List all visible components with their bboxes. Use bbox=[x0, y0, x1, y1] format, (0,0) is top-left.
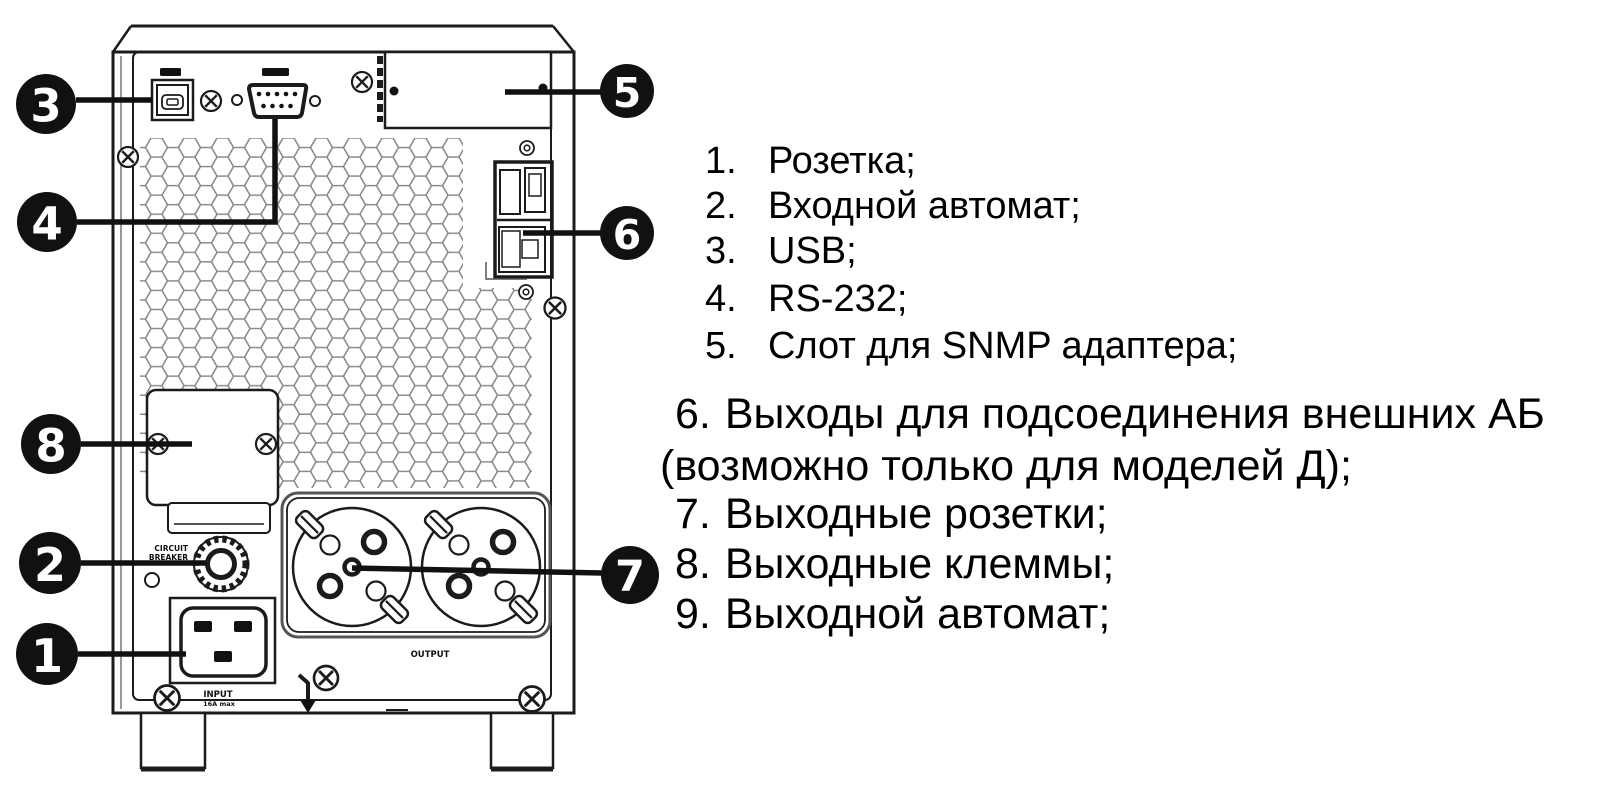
battery-connector bbox=[485, 140, 554, 300]
legend-item-number: 8. bbox=[675, 540, 711, 588]
legend-item-text: RS-232; bbox=[768, 278, 908, 320]
screw-hole bbox=[519, 140, 535, 156]
legend-item: 7. Выходные розетки; bbox=[660, 490, 1108, 538]
legend-item: 9. Выходной автомат; bbox=[660, 590, 1110, 638]
screw-icon bbox=[518, 685, 546, 713]
screw-hole bbox=[518, 284, 534, 300]
legend-item: (возможно только для моделей Д); bbox=[660, 442, 1352, 490]
legend-item-number: 9. bbox=[675, 590, 711, 638]
callout-8: 8 bbox=[21, 414, 81, 474]
usb-label-bar bbox=[160, 68, 181, 76]
callout-number: 3 bbox=[30, 80, 61, 133]
screw-icon bbox=[116, 145, 140, 169]
callout-1: 1 bbox=[16, 623, 78, 685]
legend-item-number: 4. bbox=[705, 278, 737, 320]
screw-icon bbox=[543, 296, 567, 320]
rs232-pins bbox=[256, 91, 298, 109]
input-socket: INPUT 16A max bbox=[168, 596, 277, 708]
legend: 1. Розетка; 2. Входной автомат; 3. USB; 4. RS-2… bbox=[660, 0, 1600, 800]
legend-item: 5. Слот для SNMP адаптера; bbox=[660, 323, 1237, 370]
legend-item-number: 1. bbox=[705, 140, 737, 182]
legend-item-text: Розетка; bbox=[768, 140, 916, 182]
legend-item-text: USB; bbox=[768, 230, 857, 272]
screw-icon bbox=[254, 432, 278, 456]
callout-7: 7 bbox=[601, 546, 659, 604]
input-socket-pins bbox=[194, 621, 252, 662]
callout-number: 4 bbox=[31, 198, 62, 251]
legend-item-text: Входной автомат; bbox=[768, 185, 1081, 227]
callout-2: 2 bbox=[19, 532, 81, 594]
screw-icon bbox=[199, 89, 223, 113]
foot-right bbox=[489, 711, 555, 772]
legend-item-number: 2. bbox=[705, 185, 737, 227]
circuit-breaker-label-line2: BREAKER bbox=[149, 553, 188, 562]
ground-arrow-icon bbox=[297, 673, 316, 713]
callout-number: 7 bbox=[615, 552, 645, 602]
legend-item-text: Слот для SNMP адаптера; bbox=[768, 325, 1238, 367]
legend-item-number: 6. bbox=[675, 390, 711, 438]
rs232-label-bar bbox=[262, 68, 289, 76]
circuit-breaker-label-line1: CIRCUIT bbox=[154, 544, 188, 553]
legend-item: 2. Входной автомат; bbox=[660, 183, 1081, 230]
callout-4: 4 bbox=[17, 192, 77, 252]
input-rating-label: 16A max bbox=[203, 700, 235, 708]
chassis-outline bbox=[111, 24, 576, 772]
schuko-socket-right bbox=[422, 508, 540, 626]
usb-port bbox=[150, 68, 195, 122]
legend-item: 4. RS-232; bbox=[660, 276, 907, 323]
terminal-cover bbox=[145, 388, 280, 534]
rs232-port bbox=[231, 68, 321, 119]
legend-item-number: 3. bbox=[705, 230, 737, 272]
callout-number: 1 bbox=[31, 629, 63, 683]
legend-item-text: Выходные розетки; bbox=[724, 490, 1108, 538]
foot-left bbox=[139, 711, 207, 772]
callout-number: 5 bbox=[613, 69, 642, 117]
callout-5: 5 bbox=[600, 64, 654, 118]
legend-item-text: Выходы для подсоединения внешних АБ bbox=[724, 390, 1545, 438]
callout-number: 2 bbox=[34, 538, 66, 592]
callout-number: 8 bbox=[35, 420, 66, 473]
legend-item-number: 7. bbox=[675, 490, 711, 538]
callout-3: 3 bbox=[16, 74, 76, 134]
ground-terminal bbox=[297, 664, 340, 713]
legend-item-number: 5. bbox=[705, 325, 737, 367]
screw-icon bbox=[350, 70, 374, 94]
legend-item-text: (возможно только для моделей Д); bbox=[660, 442, 1352, 490]
legend-item: 8. Выходные клеммы; bbox=[660, 540, 1114, 588]
output-sockets-panel: OUTPUT bbox=[280, 491, 552, 660]
leader-lines bbox=[76, 89, 603, 657]
legend-item-text: Выходной автомат; bbox=[724, 590, 1111, 638]
callouts: 1 2 3 4 5 6 7 8 bbox=[16, 64, 659, 685]
callout-6: 6 bbox=[600, 206, 654, 260]
input-label: INPUT bbox=[203, 690, 232, 700]
callout-number: 6 bbox=[613, 211, 642, 259]
output-label: OUTPUT bbox=[411, 650, 450, 660]
legend-item-text: Выходные клеммы; bbox=[724, 540, 1115, 588]
legend-item: 3. USB; bbox=[660, 228, 857, 275]
screw-icon bbox=[153, 684, 181, 712]
legend-item: 6. Выходы для подсоединения внешних АБ bbox=[660, 390, 1545, 438]
screw-icon bbox=[312, 664, 340, 692]
legend-item: 1. Розетка; bbox=[660, 138, 916, 185]
